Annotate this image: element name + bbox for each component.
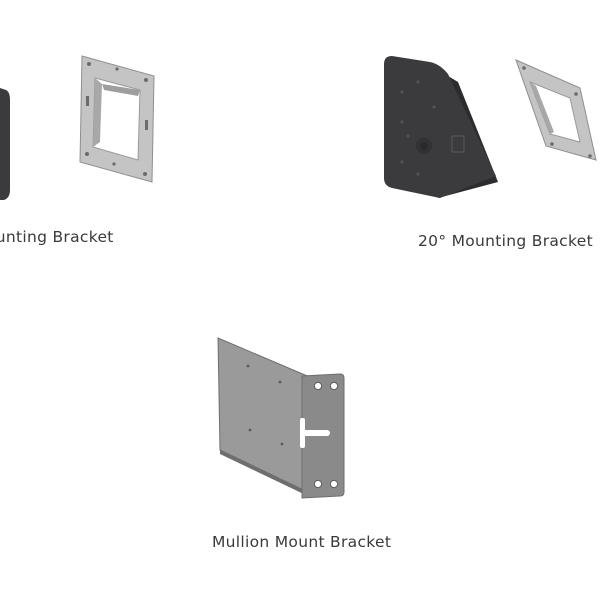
angled-bracket-caption: 20° Mounting Bracket — [418, 232, 593, 250]
flat-bracket-product — [0, 50, 170, 200]
mullion-keyhole-slot — [300, 430, 330, 436]
angled-bracket-product — [378, 52, 600, 202]
flat-bracket-caption: ounting Bracket — [0, 228, 114, 246]
mullion-plate — [217, 337, 313, 495]
angled-bracket-illustration — [384, 56, 597, 198]
mullion-bracket-caption: Mullion Mount Bracket — [212, 533, 392, 551]
mullion-bracket-product — [210, 332, 350, 500]
flat-housing — [0, 88, 10, 200]
angled-frame-inner — [529, 81, 581, 143]
mullion-bracket-illustration — [217, 337, 345, 499]
flat-bracket-illustration — [0, 55, 155, 200]
angled-housing-front — [384, 56, 496, 198]
flat-frame-inner — [92, 77, 141, 161]
